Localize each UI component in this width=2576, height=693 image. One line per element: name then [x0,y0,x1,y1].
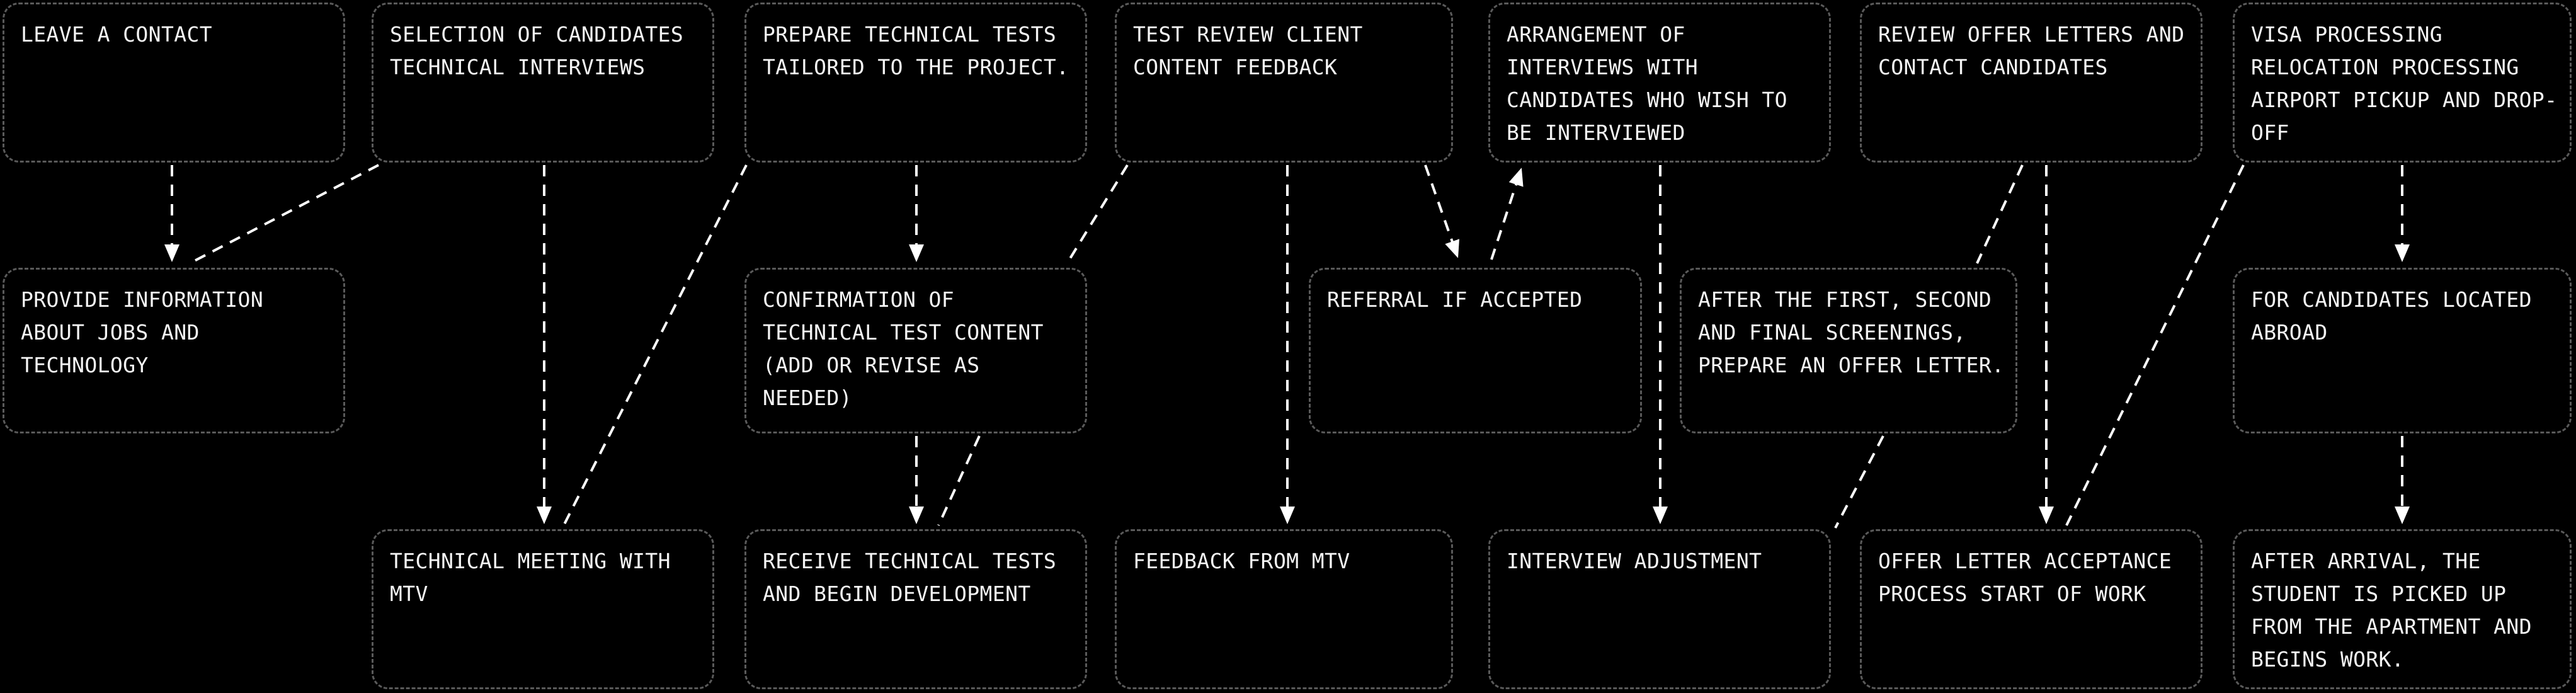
flow-node-interview-adjustment: INTERVIEW ADJUSTMENT [1488,529,1831,689]
flow-node-label: ARRANGEMENT OF [1507,22,1685,47]
flow-node-leave-a-contact: LEAVE A CONTACT [3,3,345,163]
flow-node-label: STUDENT IS PICKED UP [2251,581,2507,606]
flow-node-label: CONTENT FEEDBACK [1133,55,1338,79]
flow-node-label: MTV [390,581,428,606]
arrow-selection-to-provide-info [191,164,379,263]
arrow-after-screenings-to-interview-adjustment [1834,435,1884,529]
flow-node-receive-tests: RECEIVE TECHNICAL TESTS AND BEGIN DEVELOP… [744,529,1087,689]
flow-node-for-abroad: FOR CANDIDATES LOCATED ABROAD [2233,268,2572,433]
flow-node-arrangement: ARRANGEMENT OF INTERVIEWS WITH CANDIDATES … [1488,3,1831,163]
flow-node-label: AFTER ARRIVAL, THE [2251,549,2481,573]
flow-node-provide-info: PROVIDE INFORMATION ABOUT JOBS AND TECHNOL… [3,268,345,433]
flow-node-label: INTERVIEWS WITH [1507,55,1699,79]
flow-node-prepare-tests: PREPARE TECHNICAL TESTS TAILORED TO THE P… [744,3,1087,163]
flow-node-review-offers: REVIEW OFFER LETTERS AND CONTACT CANDIDAT… [1860,3,2203,163]
flow-node-label: TAILORED TO THE PROJECT. [763,55,1069,79]
flow-node-label: FROM THE APARTMENT AND [2251,614,2532,639]
flow-node-label: LEAVE A CONTACT [21,22,213,47]
flow-node-label: ABOUT JOBS AND [21,320,200,345]
flow-node-after-screenings: AFTER THE FIRST, SECOND AND FINAL SCREENI… [1680,268,2017,433]
arrow-confirmation-to-receive-tests [937,435,981,526]
flow-node-label: TECHNICAL MEETING WITH [390,549,671,573]
arrow-prepare-tests-to-tech-meeting [562,164,748,526]
flow-node-label: BE INTERVIEWED [1507,120,1685,145]
arrow-review-offers-to-after-screenings [1976,164,2024,264]
flow-node-test-review: TEST REVIEW CLIENT CONTENT FEEDBACK [1115,3,1453,163]
flow-node-label: PROVIDE INFORMATION [21,287,264,312]
arrow-test-review-to-confirmation [1065,164,1129,266]
flow-node-label: RELOCATION PROCESSING [2251,55,2519,79]
flow-node-label: TECHNOLOGY [21,353,149,377]
arrow-referral-to-arrangement [1490,168,1524,260]
flow-node-label: OFF [2251,120,2289,145]
flow-node-label: VISA PROCESSING [2251,22,2443,47]
flow-node-label: ABROAD [2251,320,2328,345]
flow-node-label: AFTER THE FIRST, SECOND [1698,287,1992,312]
flow-node-referral: REFERRAL IF ACCEPTED [1309,268,1642,433]
flow-node-label: INTERVIEW ADJUSTMENT [1507,549,1762,573]
flow-node-label: AND FINAL SCREENINGS, [1698,320,1966,345]
flow-node-label: (ADD OR REVISE AS [763,353,980,377]
flow-node-label: BEGINS WORK. [2251,647,2405,672]
flow-node-label: TEST REVIEW CLIENT [1133,22,1363,47]
flow-node-label: FEEDBACK FROM MTV [1133,549,1350,573]
arrow-test-review-to-referral [1424,164,1460,258]
flow-node-label: TECHNICAL INTERVIEWS [390,55,646,79]
flow-node-label: SELECTION OF CANDIDATES [390,22,684,47]
flow-node-label: AND BEGIN DEVELOPMENT [763,581,1031,606]
flow-node-label: PREPARE TECHNICAL TESTS [763,22,1057,47]
flow-node-after-arrival: AFTER ARRIVAL, THE STUDENT IS PICKED UP FR… [2233,529,2572,689]
flow-node-tech-meeting: TECHNICAL MEETING WITH MTV [372,529,714,689]
flow-node-label: TECHNICAL TEST CONTENT [763,320,1044,345]
flow-node-label: OFFER LETTER ACCEPTANCE [1878,549,2172,573]
flow-node-label: NEEDED) [763,386,852,410]
flow-node-label: RECEIVE TECHNICAL TESTS [763,549,1057,573]
flow-node-label: PROCESS START OF WORK [1878,581,2146,606]
flow-node-label: REFERRAL IF ACCEPTED [1327,287,1583,312]
arrow-visa-processing-to-offer-acceptance [2065,164,2245,526]
flow-node-offer-acceptance: OFFER LETTER ACCEPTANCE PROCESS START OF … [1860,529,2203,689]
flow-node-visa-processing: VISA PROCESSING RELOCATION PROCESSING AIRP… [2233,3,2572,163]
flow-node-confirmation: CONFIRMATION OF TECHNICAL TEST CONTENT (AD… [744,268,1087,433]
flow-node-selection: SELECTION OF CANDIDATES TECHNICAL INTERVI… [372,3,714,163]
flow-node-label: AIRPORT PICKUP AND DROP- [2251,88,2558,112]
flow-node-label: PREPARE AN OFFER LETTER. [1698,353,2005,377]
flow-node-label: CONFIRMATION OF [763,287,955,312]
flow-node-feedback-mtv: FEEDBACK FROM MTV [1115,529,1453,689]
flow-node-label: CANDIDATES WHO WISH TO [1507,88,1787,112]
flow-node-label: REVIEW OFFER LETTERS AND [1878,22,2185,47]
flow-node-label: CONTACT CANDIDATES [1878,55,2108,79]
flow-node-label: FOR CANDIDATES LOCATED [2251,287,2532,312]
